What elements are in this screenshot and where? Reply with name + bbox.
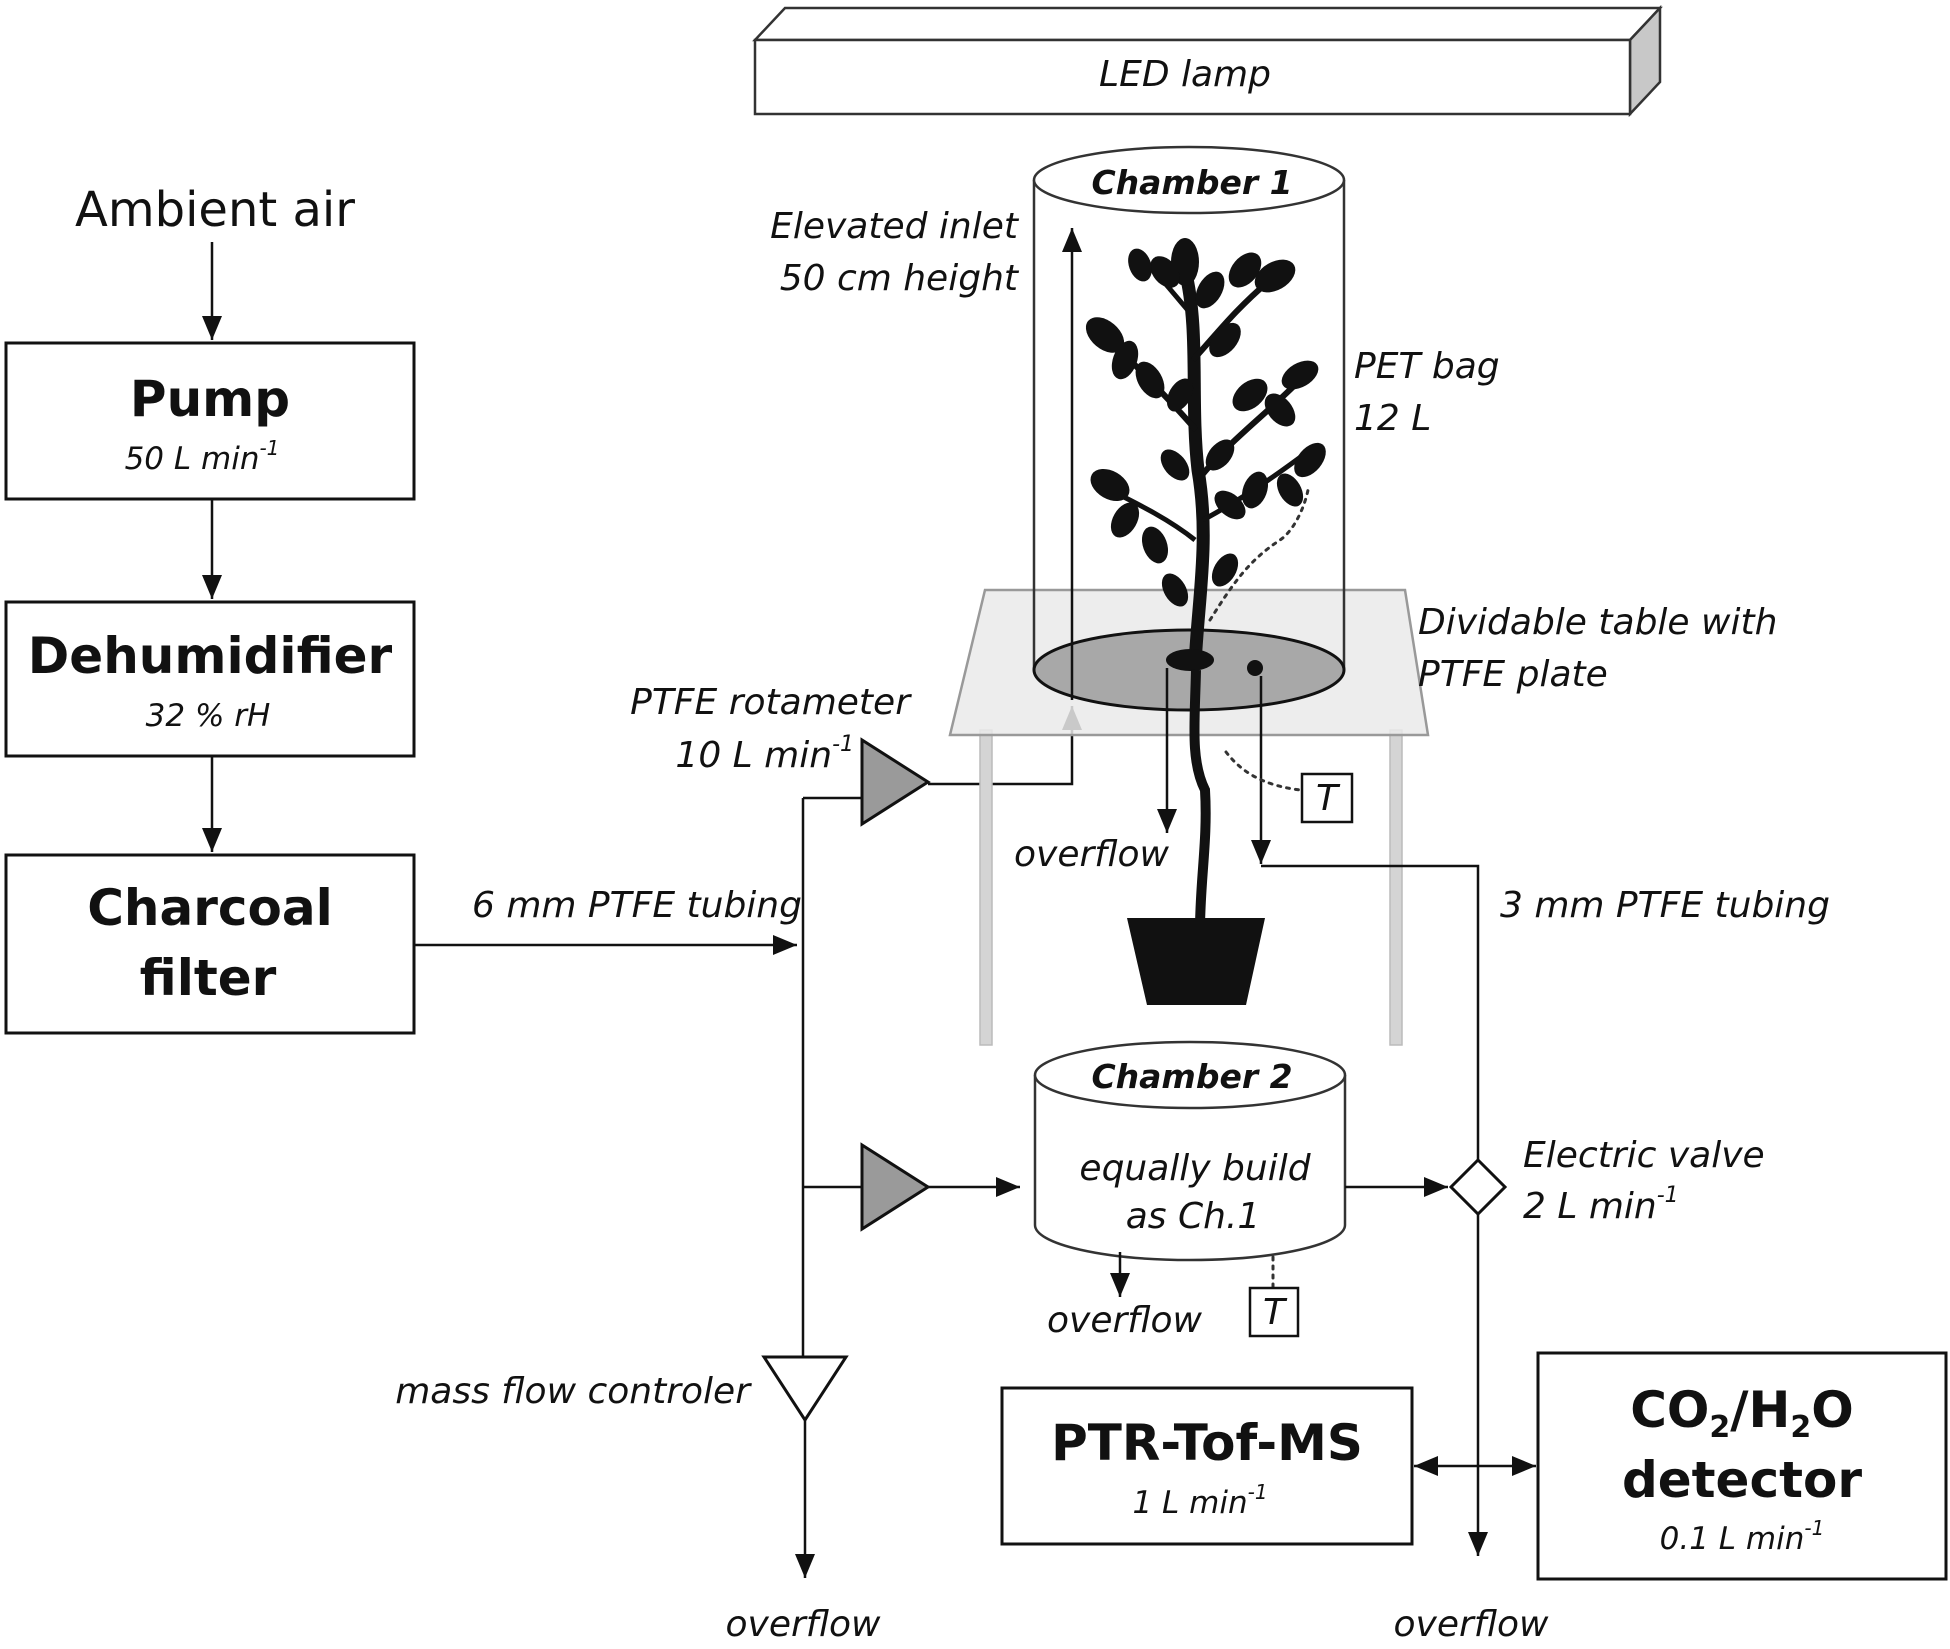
temp-wire-1 [1224,750,1302,792]
tubing-3mm-line [1261,864,1488,1556]
mass-flow-controller [761,1355,849,1423]
chamber2-overflow-label: overflow [1047,1300,1203,1341]
mfc-overflow-label: overflow [725,1604,881,1645]
chamber-2-line2: as Ch.1 [1126,1196,1261,1237]
dehumidifier-rate: 32 % rH [146,698,271,734]
leaf-sensor-wire [1208,488,1310,622]
charcoal-line2: filter [140,949,277,1007]
table-line2: PTFE plate [1418,654,1608,695]
valve-line2: 2 L min-1 [1523,1183,1679,1227]
detector-line2: detector [1622,1451,1862,1509]
sample-overflow-label: overflow [1393,1604,1549,1645]
detector-title: CO2/H2O [1630,1381,1854,1445]
inlet-line2: 50 cm height [780,258,1020,299]
chamber1-outlet-port [1247,660,1263,676]
tubing-6mm-label: 6 mm PTFE tubing [472,885,802,926]
temp-sensor-2 [1248,1286,1300,1338]
dehumidifier-box: Dehumidifier 32 % rH [4,600,416,758]
ambient-air-label: Ambient air [75,182,355,238]
co2-h2o-detector-box: CO2/H2O detector 0.1 L min-1 [1536,1351,1948,1581]
charcoal-line1: Charcoal [87,879,333,937]
chamber-2: Chamber 2 equally build as Ch.1 [1033,1040,1347,1262]
chamber-1-label: Chamber 1 [1091,163,1292,202]
table-line1: Dividable table with [1418,602,1777,643]
temp-sensor-1-label: T [1316,778,1341,819]
valve-line1: Electric valve [1523,1135,1765,1176]
charcoal-filter-box: Charcoal filter [4,853,416,1035]
inlet-line1: Elevated inlet [770,206,1020,247]
chamber1-overflow-label: overflow [1014,834,1170,875]
led-lamp: LED lamp [752,4,1663,118]
pump-rate: 50 L min-1 [125,436,280,477]
electric-valve [1448,1157,1508,1217]
ptr-tof-ms-box: PTR-Tof-MS 1 L min-1 [1000,1386,1414,1546]
temp-sensor-1 [1300,772,1354,824]
plant-icon [1085,238,1326,1005]
dehumidifier-title: Dehumidifier [28,627,393,685]
chamber-2-line1: equally build [1079,1148,1311,1189]
ptr-title: PTR-Tof-MS [1051,1414,1363,1472]
chamber-2-label: Chamber 2 [1091,1057,1292,1096]
rotameter-1 [860,737,931,827]
bag-line2: 12 L [1354,398,1431,439]
rotameter-label-line1: PTFE rotameter [630,682,912,723]
temp-sensor-2-label: T [1263,1292,1288,1333]
rotameter-label-line2: 10 L min-1 [675,732,854,776]
detector-rate: 0.1 L min-1 [1660,1516,1825,1557]
bag-line1: PET bag [1354,346,1500,387]
pump-box: Pump 50 L min-1 [4,341,416,501]
ptr-rate: 1 L min-1 [1132,1480,1267,1521]
pump-title: Pump [130,370,290,428]
mfc-label: mass flow controler [395,1371,752,1412]
rotameter-2 [860,1142,931,1232]
tubing-3mm-label: 3 mm PTFE tubing [1500,885,1830,926]
led-lamp-label: LED lamp [1099,54,1271,95]
